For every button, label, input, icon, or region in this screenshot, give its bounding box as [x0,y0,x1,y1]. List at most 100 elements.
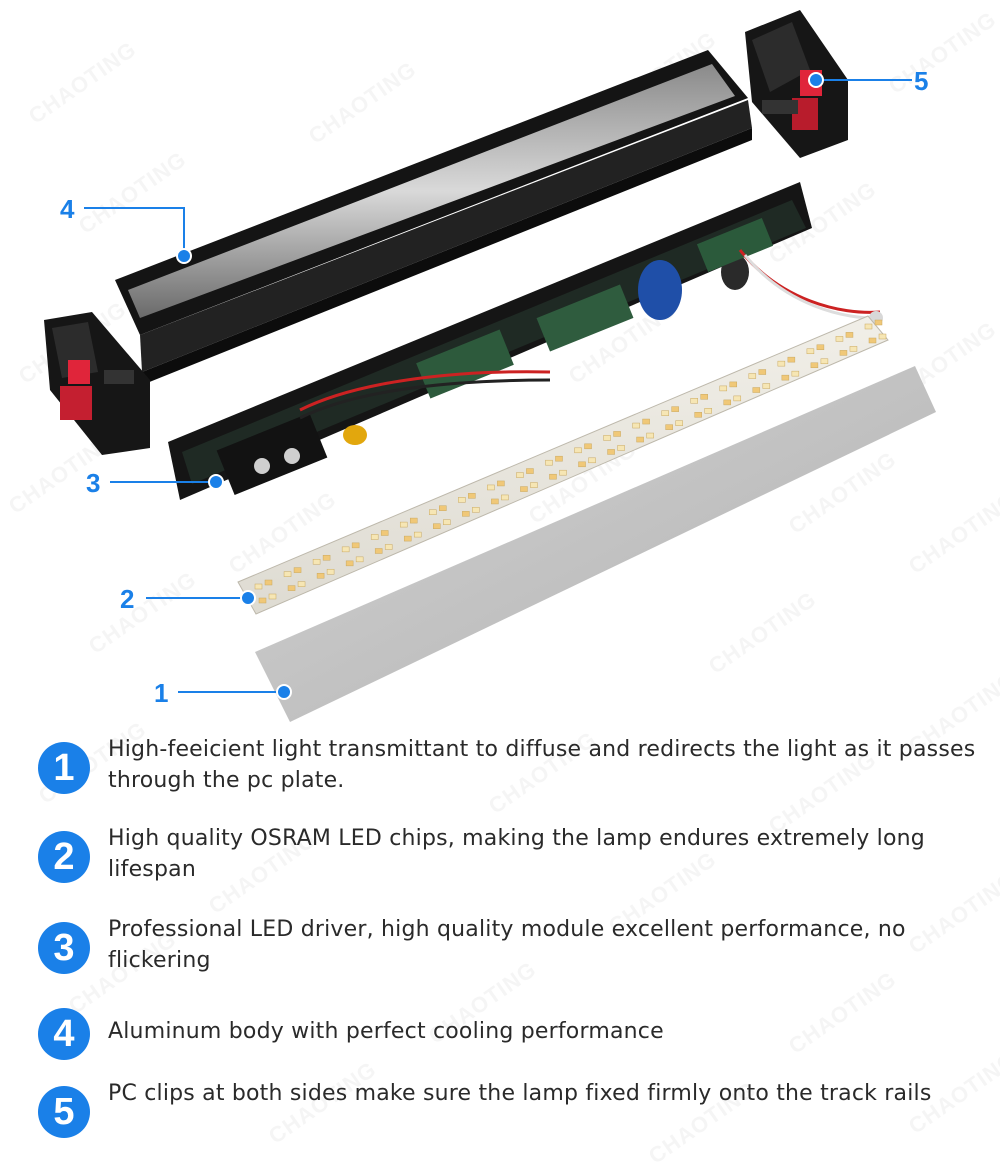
callout-number-1: 1 [154,678,169,708]
led-chip [694,412,702,418]
feature-item-5: 5 PC clips at both sides make sure the l… [38,1081,988,1156]
led-chip [264,579,273,586]
callout-number-3: 3 [86,468,101,498]
led-chip [646,432,654,439]
led-chip [472,507,480,513]
led-chip [758,369,767,375]
led-chip [526,468,534,474]
left-end-clip-part [44,312,150,455]
led-chip [433,523,441,529]
led-chip [549,473,557,480]
led-chip [787,356,796,363]
led-chip [283,571,292,577]
led-chip [316,572,325,579]
led-chip [384,544,393,550]
led-chip [351,542,360,549]
led-chip [491,498,499,505]
feature-text-5: PC clips at both sides make sure the lam… [108,1081,932,1106]
led-chip [409,517,418,524]
led-chip [555,455,563,462]
callout-line-4 [84,207,185,256]
feature-text-2: High quality OSRAM LED chips, making the… [108,826,925,882]
led-chip [864,323,873,330]
led-chip [578,461,586,468]
led-chip [341,546,350,553]
callout-number-5: 5 [914,66,929,96]
led-chip [839,350,848,356]
led-chip [293,567,302,573]
callout-dots [176,72,824,700]
feature-text-1: High-feeicient light transmittant to dif… [108,737,976,793]
callout-lines [84,79,912,693]
led-chip [439,505,447,511]
led-chip [574,447,582,454]
led-chip [762,383,771,389]
led-chip [868,337,877,344]
feature-text-4: Aluminum body with perfect cooling perfo… [108,1019,664,1044]
feature-badge-1: 1 [38,742,90,794]
led-chip [665,424,673,430]
led-chip [617,445,625,451]
led-chip [258,597,267,604]
led-chip [845,332,854,338]
led-chip [690,398,698,404]
led-chip [781,374,790,381]
led-chip [719,385,728,392]
led-chip [603,435,611,441]
led-chip [835,336,844,342]
exploded-view-illustration [44,10,936,722]
led-chip [636,436,644,443]
led-chip [413,531,422,538]
feature-badge-5: 5 [38,1086,90,1138]
led-chip [458,497,466,503]
led-chip [462,511,470,517]
callout-dot-2 [240,590,256,606]
led-chip [704,408,712,414]
led-chip [297,581,306,587]
led-chip [820,358,829,365]
led-chip [700,394,708,400]
led-chip [632,422,640,429]
right-end-clip-part [745,10,848,158]
led-chip [520,486,528,492]
led-chip [661,410,669,416]
led-chip [374,548,383,554]
led-chip [429,509,437,515]
led-chip [268,593,277,600]
led-chip [671,406,679,412]
led-chip [791,370,800,377]
callout-dot-3 [208,474,224,490]
led-chip [501,494,509,501]
feature-badge-2: 2 [38,831,90,883]
led-chip [752,387,761,393]
led-chip [878,333,887,340]
led-chip [748,373,757,379]
pc-plate-part [255,366,936,722]
led-chip [468,493,476,499]
aluminum-body-part [115,50,752,385]
led-chip [403,535,412,542]
led-chip [399,521,408,528]
led-chip [370,534,379,540]
led-chip [254,583,263,590]
led-chip [607,449,615,455]
led-chip [545,459,553,466]
led-chip [326,568,335,575]
feature-item-4: 4 Aluminum body with perfect cooling per… [38,1008,988,1078]
led-chip [810,362,819,369]
led-chip [613,431,621,437]
feature-badge-4: 4 [38,1008,90,1060]
feature-item-3: 3 Professional LED driver, high quality … [38,917,988,992]
callout-dot-4 [176,248,192,264]
callout-number-2: 2 [120,584,135,614]
led-chip [287,585,296,591]
led-chip [355,556,364,563]
led-chip [723,399,732,406]
led-chip [559,469,567,476]
led-chip [675,420,683,426]
callout-number-4: 4 [60,194,75,224]
led-chip [322,554,331,561]
led-chip [443,519,451,525]
led-chip [777,360,786,367]
